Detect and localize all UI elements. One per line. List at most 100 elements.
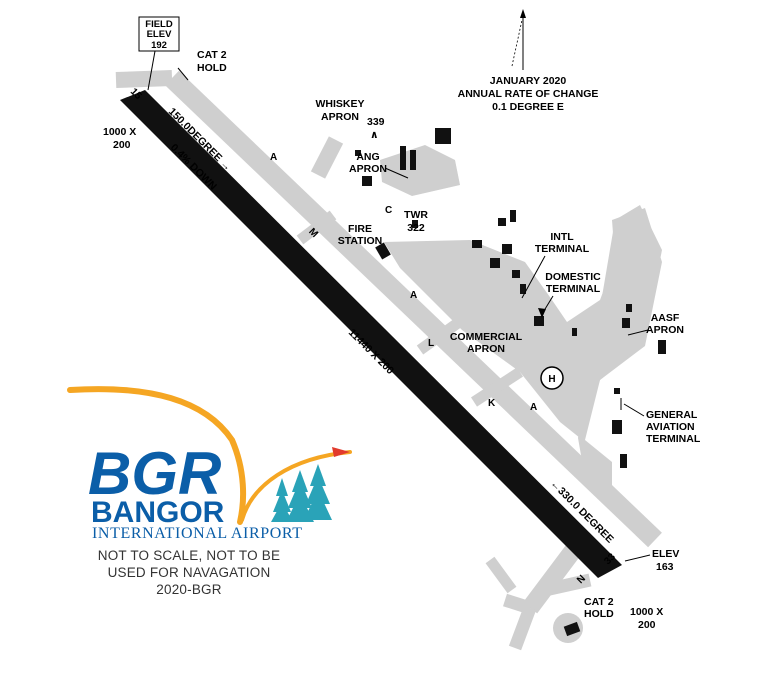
cat2-hold-nw-leader — [177, 67, 189, 81]
field-elev-line-1: FIELD — [145, 19, 173, 30]
heliport: H — [540, 366, 564, 390]
variation-line-1: JANUARY 2020 — [490, 75, 567, 87]
building — [520, 284, 526, 294]
elev-se-line-2: 163 — [656, 561, 674, 573]
intl-terminal-line-1: INTL — [550, 231, 574, 243]
whiskey-apron-line-2: APRON — [321, 111, 359, 123]
elev-se-line-1: ELEV — [652, 548, 679, 560]
taxiway-l — [416, 315, 466, 355]
cat2-hold-nw-line-2: HOLD — [197, 62, 227, 74]
aasf-apron-line-2: APRON — [646, 324, 684, 336]
taxiway-a — [165, 70, 662, 548]
domestic-terminal-line-2: TERMINAL — [546, 283, 601, 295]
disclaimer-line-1: NOT TO SCALE, NOT TO BE — [98, 548, 280, 563]
ga-terminal-building — [612, 420, 622, 434]
building — [435, 128, 451, 144]
logo-plane-icon — [332, 447, 350, 457]
aasf-building — [658, 340, 666, 354]
fire-station-building — [375, 242, 391, 260]
domestic-terminal-arrow-icon — [538, 308, 546, 318]
domestic-terminal-building — [534, 316, 544, 326]
taxiway-label-a: A — [530, 402, 537, 413]
twr-line-2: 322 — [407, 222, 425, 234]
heliport-label: H — [548, 374, 555, 385]
field-elev-leader — [147, 50, 156, 91]
control-tower-building — [412, 220, 418, 228]
building — [510, 210, 516, 222]
domestic-terminal-line-1: DOMESTIC — [545, 271, 601, 283]
building — [490, 258, 500, 268]
logo-international-airport: INTERNATIONAL AIRPORT — [92, 525, 303, 542]
taxiway-connector-nw — [115, 70, 173, 88]
disclaimer-line-3: 2020-BGR — [156, 582, 221, 597]
intl-terminal-line-2: TERMINAL — [535, 243, 590, 255]
fire-station-line-1: FIRE — [348, 223, 372, 235]
airport-surfaces — [115, 70, 662, 651]
field-elev-line-3: 192 — [151, 40, 167, 51]
building — [498, 218, 506, 226]
north-arrow-icon — [520, 9, 526, 18]
taxiway-label-a: A — [270, 152, 277, 163]
building — [400, 146, 406, 170]
building — [362, 176, 372, 186]
magnetic-variation: JANUARY 2020 ANNUAL RATE OF CHANGE 0.1 D… — [458, 9, 598, 113]
whiskey-apron-line-1: WHISKEY — [315, 98, 364, 110]
south-spur-4 — [485, 556, 517, 594]
taxiway-k — [470, 367, 524, 407]
dims-nw-line-2: 200 — [113, 139, 131, 151]
cat2-hold-nw-line-1: CAT 2 — [197, 49, 227, 61]
commercial-apron-line-2: APRON — [467, 343, 505, 355]
logo-trees-icon — [271, 464, 332, 522]
south-spur-3 — [543, 573, 592, 597]
south-taxiway — [522, 542, 583, 614]
whiskey-apron-stem — [310, 136, 344, 179]
ga-terminal-line-1: GENERAL — [646, 409, 698, 421]
logo-bgr: BGR — [88, 440, 221, 507]
logo-swoosh-orange — [67, 386, 247, 525]
building — [620, 454, 627, 468]
building — [512, 270, 520, 278]
building — [472, 240, 482, 248]
field-elevation-box: FIELD ELEV 192 — [138, 16, 180, 91]
field-elevation-frame — [138, 16, 180, 52]
cat2-hold-se-line-1: CAT 2 — [584, 596, 614, 608]
building — [622, 318, 630, 328]
twr-line-1: TWR — [404, 209, 428, 221]
taxiway-label-k: K — [488, 398, 496, 409]
building — [614, 388, 620, 394]
aasf-apron-leader — [627, 329, 649, 336]
ga-terminal-line-3: TERMINAL — [646, 433, 701, 445]
magnetic-north-line — [511, 19, 523, 67]
variation-line-3: 0.1 DEGREE E — [492, 101, 564, 113]
taxiway-m — [296, 210, 337, 245]
disclaimer-line-2: USED FOR NAVAGATION — [108, 565, 271, 580]
obstacle-height: 339 — [367, 116, 385, 128]
ang-apron-leader — [384, 167, 409, 179]
ang-apron-line-2: APRON — [349, 163, 387, 175]
building — [355, 150, 361, 156]
east-apron — [578, 205, 662, 490]
dims-nw-line-1: 1000 X — [103, 126, 136, 138]
field-elev-line-2: ELEV — [147, 29, 172, 40]
ang-apron-line-1: ANG — [356, 151, 379, 163]
logo-swoosh-orange-2 — [240, 450, 352, 522]
building — [572, 328, 577, 336]
south-pad-building — [563, 621, 581, 637]
cat2-hold-se-line-2: HOLD — [584, 608, 614, 620]
obstacle-icon: ∧ — [370, 129, 379, 141]
building — [626, 304, 632, 312]
taxiway-label-c: C — [385, 205, 392, 216]
dims-se-line-2: 200 — [638, 619, 656, 631]
taxiway-label-a: A — [410, 290, 417, 301]
ga-terminal-line-2: AVIATION — [646, 421, 695, 433]
runway-15-33 — [120, 90, 622, 578]
intl-terminal-leader — [521, 255, 546, 299]
ga-terminal-leader — [623, 403, 645, 417]
buildings — [355, 128, 666, 637]
building — [502, 244, 512, 254]
dims-se-line-1: 1000 X — [630, 606, 663, 618]
building — [410, 150, 416, 170]
south-spur-2 — [508, 605, 537, 651]
taxiway-label-l: L — [428, 338, 434, 349]
